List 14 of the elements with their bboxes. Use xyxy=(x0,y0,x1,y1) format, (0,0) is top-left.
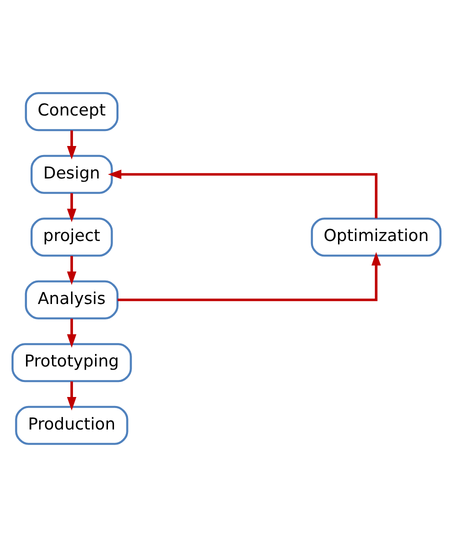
arrow xyxy=(108,170,378,218)
node-box: Design xyxy=(30,154,113,194)
arrow xyxy=(67,193,76,222)
arrow xyxy=(67,381,76,410)
arrow xyxy=(67,318,76,348)
arrow xyxy=(67,256,76,285)
arrow xyxy=(118,252,381,302)
node-box: Concept xyxy=(24,92,118,132)
node-box: Analysis xyxy=(24,280,118,320)
node-box: Optimization xyxy=(310,218,442,257)
arrow xyxy=(67,130,76,160)
node-box: project xyxy=(30,218,113,257)
node-box: Production xyxy=(15,406,128,445)
node-box: Prototyping xyxy=(12,343,132,382)
